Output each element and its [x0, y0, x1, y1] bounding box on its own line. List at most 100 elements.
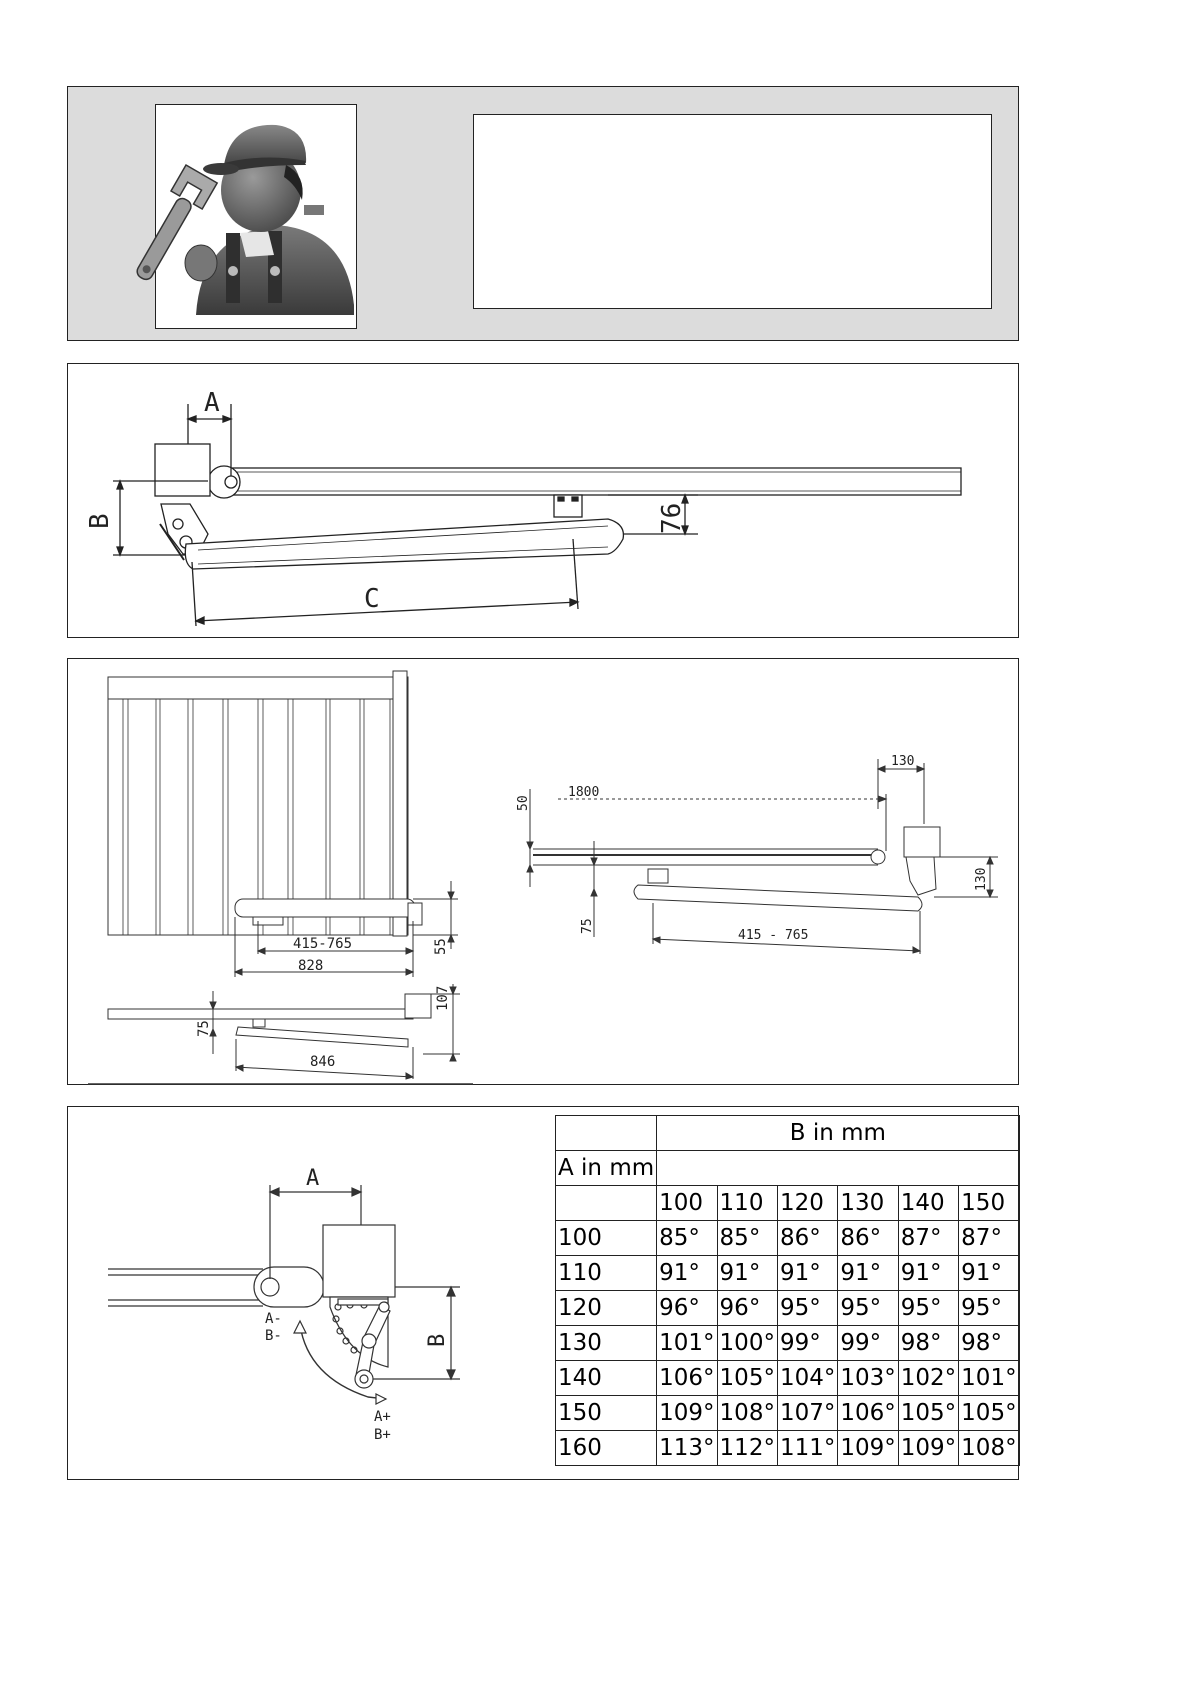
title-box	[473, 114, 992, 309]
table-row: 120 96° 96° 95° 95° 95° 95°	[554, 1290, 1020, 1326]
angle-cell: 87°	[958, 1220, 1020, 1256]
dim-130-top: 130	[891, 754, 914, 769]
angle-cell: 96°	[656, 1290, 718, 1326]
angle-cell: 102°	[897, 1360, 960, 1396]
angle-cell: 98°	[897, 1325, 960, 1361]
angle-cell: 99°	[837, 1325, 899, 1361]
table-row: 160 113° 112° 111° 109° 109° 108°	[554, 1430, 1020, 1466]
empty-header-cell	[554, 1185, 658, 1221]
a-value-cell: 140	[554, 1360, 658, 1396]
label-b-plus: B+	[374, 1427, 391, 1443]
table-row: 140 106° 105° 104° 103° 102° 101°	[554, 1360, 1020, 1396]
angle-cell: 105°	[958, 1395, 1020, 1431]
angle-adjustment-panel: A B A- B- A+ B+ B in mm A in mm 100 110 …	[67, 1106, 1020, 1480]
angle-cell: 98°	[958, 1325, 1020, 1361]
bracket-adjustment-drawing: A B A- B- A+ B+	[108, 1166, 460, 1443]
angle-cell: 109°	[837, 1430, 899, 1466]
dim-107: 107	[435, 986, 451, 1011]
angle-cell: 113°	[656, 1430, 718, 1466]
label-b: B	[85, 513, 115, 529]
a-value-cell: 100	[554, 1220, 658, 1256]
header-panel	[67, 86, 1019, 341]
gate-drawing: 415-765 828 55 107 75 846 1800 50 130 13…	[88, 670, 998, 1085]
table-row: 130 101° 100° 99° 99° 98° 98°	[554, 1325, 1020, 1361]
angle-cell: 109°	[656, 1395, 718, 1431]
table-row: 110 91° 91° 91° 91° 91° 91°	[554, 1255, 1020, 1291]
dimension-76: 76	[657, 503, 687, 534]
angle-cell: 108°	[958, 1430, 1020, 1466]
angle-cell: 105°	[897, 1395, 960, 1431]
angle-cell: 100°	[716, 1325, 778, 1361]
dim-75-plan: 75	[196, 1020, 212, 1037]
angle-cell: 95°	[958, 1290, 1020, 1326]
dim-55: 55	[433, 938, 449, 955]
angle-cell: 96°	[716, 1290, 778, 1326]
angle-cell: 101°	[656, 1325, 718, 1361]
dim-415-765-detail: 415 - 765	[738, 928, 808, 943]
angle-cell: 108°	[716, 1395, 778, 1431]
angle-cell: 101°	[958, 1360, 1020, 1396]
table-row: 150 109° 108° 107° 106° 105° 105°	[554, 1395, 1020, 1431]
angle-cell: 85°	[716, 1220, 778, 1256]
b-value-cell: 110	[716, 1185, 778, 1221]
table-header-row: B in mm	[554, 1115, 1020, 1151]
a-value-cell: 150	[554, 1395, 658, 1431]
b-value-cell: 130	[837, 1185, 899, 1221]
angle-cell: 85°	[656, 1220, 718, 1256]
label-a: A	[204, 388, 220, 418]
dim-1800: 1800	[568, 785, 599, 800]
table-row: 100 85° 85° 86° 86° 87° 87°	[554, 1220, 1020, 1256]
angle-cell: 99°	[776, 1325, 839, 1361]
label-a: A	[306, 1166, 319, 1191]
angle-cell: 91°	[656, 1255, 718, 1291]
a-value-cell: 160	[554, 1430, 658, 1466]
table-header-row: A in mm	[554, 1150, 1020, 1186]
dim-828: 828	[298, 958, 323, 974]
empty-header-cell	[656, 1150, 1020, 1186]
b-values-row: 100 110 120 130 140 150	[554, 1185, 1020, 1221]
installation-dimension-diagram: A B C 76	[67, 363, 1019, 638]
angle-cell: 86°	[837, 1220, 899, 1256]
angle-cell: 105°	[716, 1360, 778, 1396]
table-corner-cell	[554, 1115, 658, 1151]
b-value-cell: 100	[656, 1185, 718, 1221]
angle-cell: 106°	[837, 1395, 899, 1431]
a-value-cell: 110	[554, 1255, 658, 1291]
label-b-minus: B-	[265, 1328, 282, 1344]
label-c: C	[364, 584, 380, 614]
angle-cell: 95°	[897, 1290, 960, 1326]
angle-cell: 95°	[776, 1290, 839, 1326]
angle-cell: 103°	[837, 1360, 899, 1396]
label-b: B	[425, 1334, 450, 1347]
angle-cell: 87°	[897, 1220, 960, 1256]
dim-130-side: 130	[974, 868, 989, 891]
label-a-plus: A+	[374, 1409, 391, 1425]
angle-cell: 109°	[897, 1430, 960, 1466]
column-group-header: B in mm	[656, 1115, 1020, 1151]
b-value-cell: 120	[776, 1185, 839, 1221]
operator-arm-drawing: A B C 76	[85, 388, 962, 627]
label-a-minus: A-	[265, 1311, 282, 1327]
angle-cell: 91°	[776, 1255, 839, 1291]
row-group-header: A in mm	[554, 1150, 658, 1186]
dim-846: 846	[310, 1054, 335, 1070]
a-value-cell: 120	[554, 1290, 658, 1326]
angle-cell: 112°	[716, 1430, 778, 1466]
dim-415-765-front: 415-765	[293, 936, 352, 952]
angle-cell: 106°	[656, 1360, 718, 1396]
opening-angle-table: B in mm A in mm 100 110 120 130 140 150 …	[554, 1115, 1020, 1466]
angle-cell: 95°	[837, 1290, 899, 1326]
angle-cell: 91°	[958, 1255, 1020, 1291]
angle-cell: 104°	[776, 1360, 839, 1396]
technician-icon	[136, 124, 354, 315]
angle-cell: 91°	[897, 1255, 960, 1291]
dim-75-detail: 75	[580, 918, 595, 934]
technician-illustration	[136, 104, 357, 329]
angle-cell: 91°	[716, 1255, 778, 1291]
angle-cell: 91°	[837, 1255, 899, 1291]
a-value-cell: 130	[554, 1325, 658, 1361]
b-value-cell: 150	[958, 1185, 1020, 1221]
angle-cell: 86°	[776, 1220, 839, 1256]
angle-cell: 107°	[776, 1395, 839, 1431]
angle-cell: 111°	[776, 1430, 839, 1466]
